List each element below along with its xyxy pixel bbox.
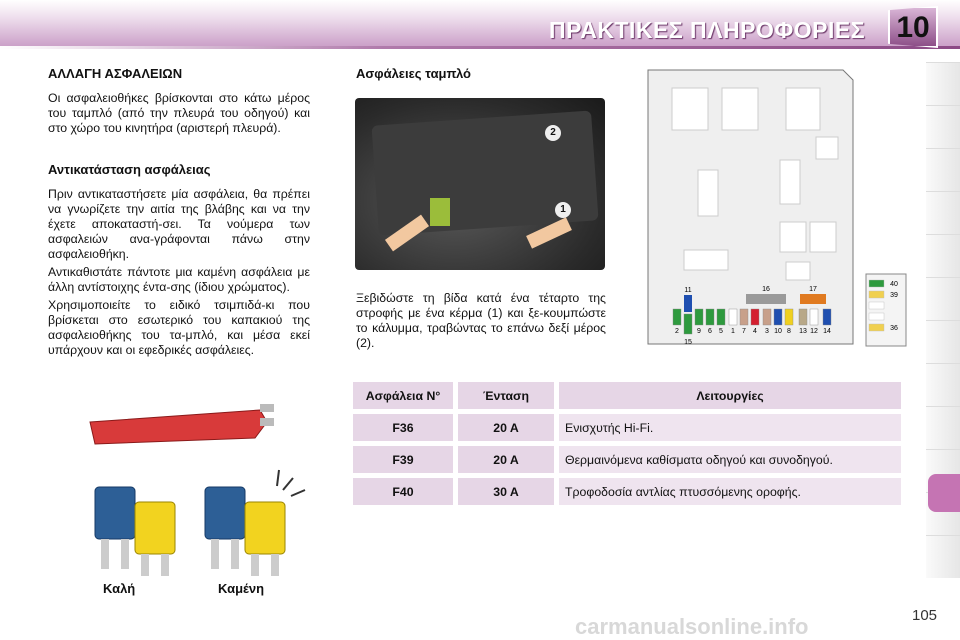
chapter-tab[interactable] bbox=[926, 191, 960, 234]
fuse-label: 12 bbox=[810, 328, 818, 335]
para-fuse-location: Οι ασφαλειοθήκες βρίσκονται στο κάτω μέρ… bbox=[48, 91, 310, 135]
fuse-label: 5 bbox=[719, 328, 723, 335]
chapter-tab[interactable] bbox=[926, 277, 960, 320]
side-fuse bbox=[868, 290, 885, 299]
para-before-replace: Πριν αντικαταστήσετε μία ασφάλεια, θα πρ… bbox=[48, 187, 310, 261]
chapter-tab[interactable] bbox=[926, 62, 960, 105]
side-fuse bbox=[868, 312, 885, 321]
cell-fuse: F39 bbox=[353, 446, 453, 473]
left-column: ΑΛΛΑΓΗ ΑΣΦΑΛΕΙΩΝ Οι ασφαλειοθήκες βρίσκο… bbox=[48, 66, 310, 358]
header-fuse-no: Ασφάλεια N° bbox=[353, 382, 453, 409]
good-fuse-icon bbox=[94, 486, 176, 576]
fuse-17 bbox=[800, 294, 826, 304]
active-chapter-tab[interactable] bbox=[928, 474, 960, 512]
para-same-rating: Αντικαθιστάτε πάντοτε μια καμένη ασφάλει… bbox=[48, 265, 310, 294]
chapter-tab[interactable] bbox=[926, 234, 960, 277]
fuse-label: 40 bbox=[890, 281, 898, 288]
dashboard-fusebox-photo: 2 1 bbox=[355, 98, 605, 270]
callout-2: 2 bbox=[545, 125, 561, 141]
section-title: ΠΡΑΚΤΙΚΕΣ ΠΛΗΡΟΦΟΡΙΕΣ bbox=[549, 17, 865, 43]
cell-amps: 20 A bbox=[458, 446, 554, 473]
side-fuse bbox=[868, 279, 885, 288]
fuse-label: 8 bbox=[787, 328, 791, 335]
fuse-label: 36 bbox=[890, 325, 898, 332]
header-rating: Ένταση bbox=[458, 382, 554, 409]
chapter-tab[interactable] bbox=[926, 148, 960, 191]
chapter-tab[interactable] bbox=[926, 363, 960, 406]
fuse-6 bbox=[705, 308, 715, 326]
fuse-label: 6 bbox=[708, 328, 712, 335]
fuse-label: 13 bbox=[799, 328, 807, 335]
cell-function: Τροφοδοσία αντλίας πτυσσόμενης οροφής. bbox=[559, 478, 901, 505]
fuse-16 bbox=[746, 294, 786, 304]
fuse-label: 10 bbox=[774, 328, 782, 335]
chapter-tabs bbox=[926, 62, 960, 602]
side-fuse bbox=[868, 323, 885, 332]
blown-fuse-icon bbox=[204, 469, 306, 576]
chapter-tab[interactable] bbox=[926, 105, 960, 148]
fuse-label: 17 bbox=[809, 286, 817, 293]
chapter-badge: 10 bbox=[888, 6, 938, 48]
header-band bbox=[0, 0, 960, 48]
fuse-label: 15 bbox=[684, 339, 692, 346]
heading-fuse-replacement: Αντικατάσταση ασφάλειας bbox=[48, 162, 211, 177]
fuse-9 bbox=[694, 308, 704, 326]
fuse-11 bbox=[684, 295, 692, 312]
fuse-label: 1 bbox=[731, 328, 735, 335]
table-header-row: Ασφάλεια N° Ένταση Λειτουργίες bbox=[353, 382, 901, 409]
fuse-label: 39 bbox=[890, 292, 898, 299]
fuse-13 bbox=[798, 308, 808, 326]
fuse-2 bbox=[672, 308, 682, 326]
fuse-12 bbox=[809, 308, 819, 326]
cell-fuse: F36 bbox=[353, 414, 453, 441]
side-fuse bbox=[868, 301, 885, 310]
cell-amps: 20 A bbox=[458, 414, 554, 441]
para-open-cover: Ξεβιδώστε τη βίδα κατά ένα τέταρτο της σ… bbox=[356, 291, 606, 350]
fuse-1 bbox=[728, 308, 738, 326]
chapter-tab[interactable] bbox=[926, 535, 960, 578]
cell-function: Ενισχυτής Hi-Fi. bbox=[559, 414, 901, 441]
caption-blown: Καμένη bbox=[218, 581, 265, 596]
chapter-tab[interactable] bbox=[926, 406, 960, 449]
fuse-5 bbox=[716, 308, 726, 326]
header-divider bbox=[0, 46, 960, 49]
heading-dashboard-fuses: Ασφάλειες ταμπλό bbox=[356, 66, 471, 81]
fuse-14 bbox=[822, 308, 832, 326]
chapter-tab[interactable] bbox=[926, 320, 960, 363]
page-number: 105 bbox=[912, 607, 938, 624]
fuse-15 bbox=[683, 313, 693, 335]
fuse-7 bbox=[739, 308, 749, 326]
watermark: carmanualsonline.info bbox=[575, 614, 809, 639]
fuse-3 bbox=[762, 308, 772, 326]
fuse-label: 9 bbox=[697, 328, 701, 335]
para-tweezers: Χρησιμοποιείτε το ειδικό τσιμπιδά-κι που… bbox=[48, 298, 310, 357]
caption-good: Καλή bbox=[103, 581, 136, 596]
fuse-puller-icon bbox=[89, 404, 274, 445]
fuse-label: 7 bbox=[742, 328, 746, 335]
fuse-label: 2 bbox=[675, 328, 679, 335]
header-functions: Λειτουργίες bbox=[559, 382, 901, 409]
cell-fuse: F40 bbox=[353, 478, 453, 505]
fuse-label: 14 bbox=[823, 328, 831, 335]
fuse-4 bbox=[750, 308, 760, 326]
fuse-10 bbox=[773, 308, 783, 326]
fuse-illustration bbox=[89, 404, 306, 576]
heading-fuse-change: ΑΛΛΑΓΗ ΑΣΦΑΛΕΙΩΝ bbox=[48, 66, 183, 81]
cell-amps: 30 A bbox=[458, 478, 554, 505]
callout-1: 1 bbox=[555, 202, 571, 218]
fuse-8 bbox=[784, 308, 794, 326]
fuse-label: 16 bbox=[762, 286, 770, 293]
cell-function: Θερμαινόμενα καθίσματα οδηγού και συνοδη… bbox=[559, 446, 901, 473]
fuse-label: 11 bbox=[684, 287, 691, 294]
fuse-label: 3 bbox=[765, 328, 769, 335]
fuse-label: 4 bbox=[753, 328, 757, 335]
